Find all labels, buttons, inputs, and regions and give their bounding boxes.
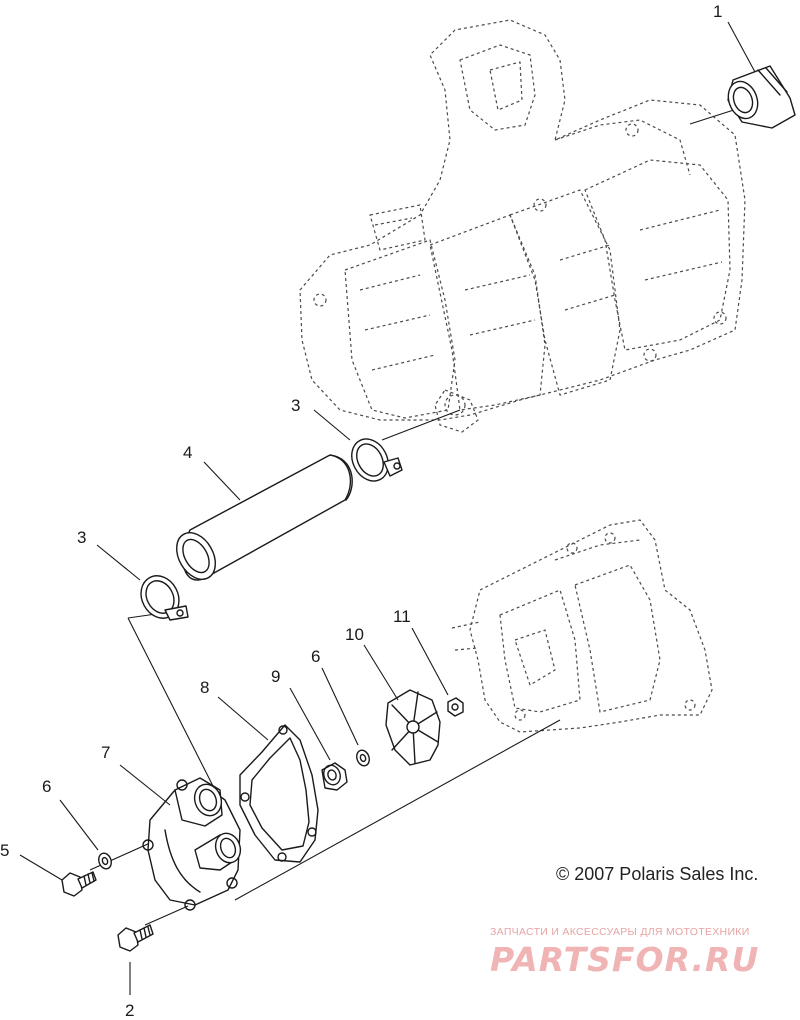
part-1-cap: [727, 65, 796, 129]
part-4-hose: [175, 454, 353, 581]
callout-6-upper: 6: [311, 647, 320, 666]
part-2-bolt: [117, 924, 154, 952]
callout-labels: 1 2 3 3 4 5 6 6 7 8 9 10 11: [0, 2, 722, 1020]
part-5-bolt: [61, 871, 97, 897]
callout-6-lower: 6: [42, 777, 51, 796]
part-10-impeller: [385, 689, 441, 766]
part-11-nut: [447, 697, 464, 717]
callout-5: 5: [0, 841, 9, 860]
upper-engine-block: [299, 19, 746, 433]
part-3-lower-clamp: [140, 575, 189, 621]
callout-3-lower: 3: [77, 528, 86, 547]
callout-3-upper: 3: [291, 396, 300, 415]
callout-10: 10: [345, 625, 364, 644]
callout-4: 4: [183, 443, 192, 462]
callout-9: 9: [271, 667, 280, 686]
lower-engine-case: [451, 519, 713, 733]
part-3-upper-clamp: [351, 438, 403, 482]
copyright-notice: © 2007 Polaris Sales Inc.: [556, 864, 759, 884]
part-6-upper-washer: [356, 749, 370, 767]
watermark-logo: PARTSFOR.RU: [490, 940, 760, 979]
part-6-lower-washer: [98, 852, 112, 870]
callout-8: 8: [200, 678, 209, 697]
part-7-pump-cover: [142, 777, 242, 911]
part-8-gasket: [239, 724, 319, 863]
callout-leaders: [19, 21, 756, 995]
assembly-lines: [89, 107, 741, 926]
part-9-seal: [321, 762, 348, 791]
watermark-tagline: ЗАПЧАСТИ И АКСЕССУАРЫ ДЛЯ МОТОТЕХНИКИ: [490, 926, 750, 938]
callout-11: 11: [393, 607, 411, 626]
callout-1: 1: [713, 2, 722, 21]
callout-7: 7: [101, 743, 110, 762]
callout-2: 2: [125, 1001, 134, 1020]
